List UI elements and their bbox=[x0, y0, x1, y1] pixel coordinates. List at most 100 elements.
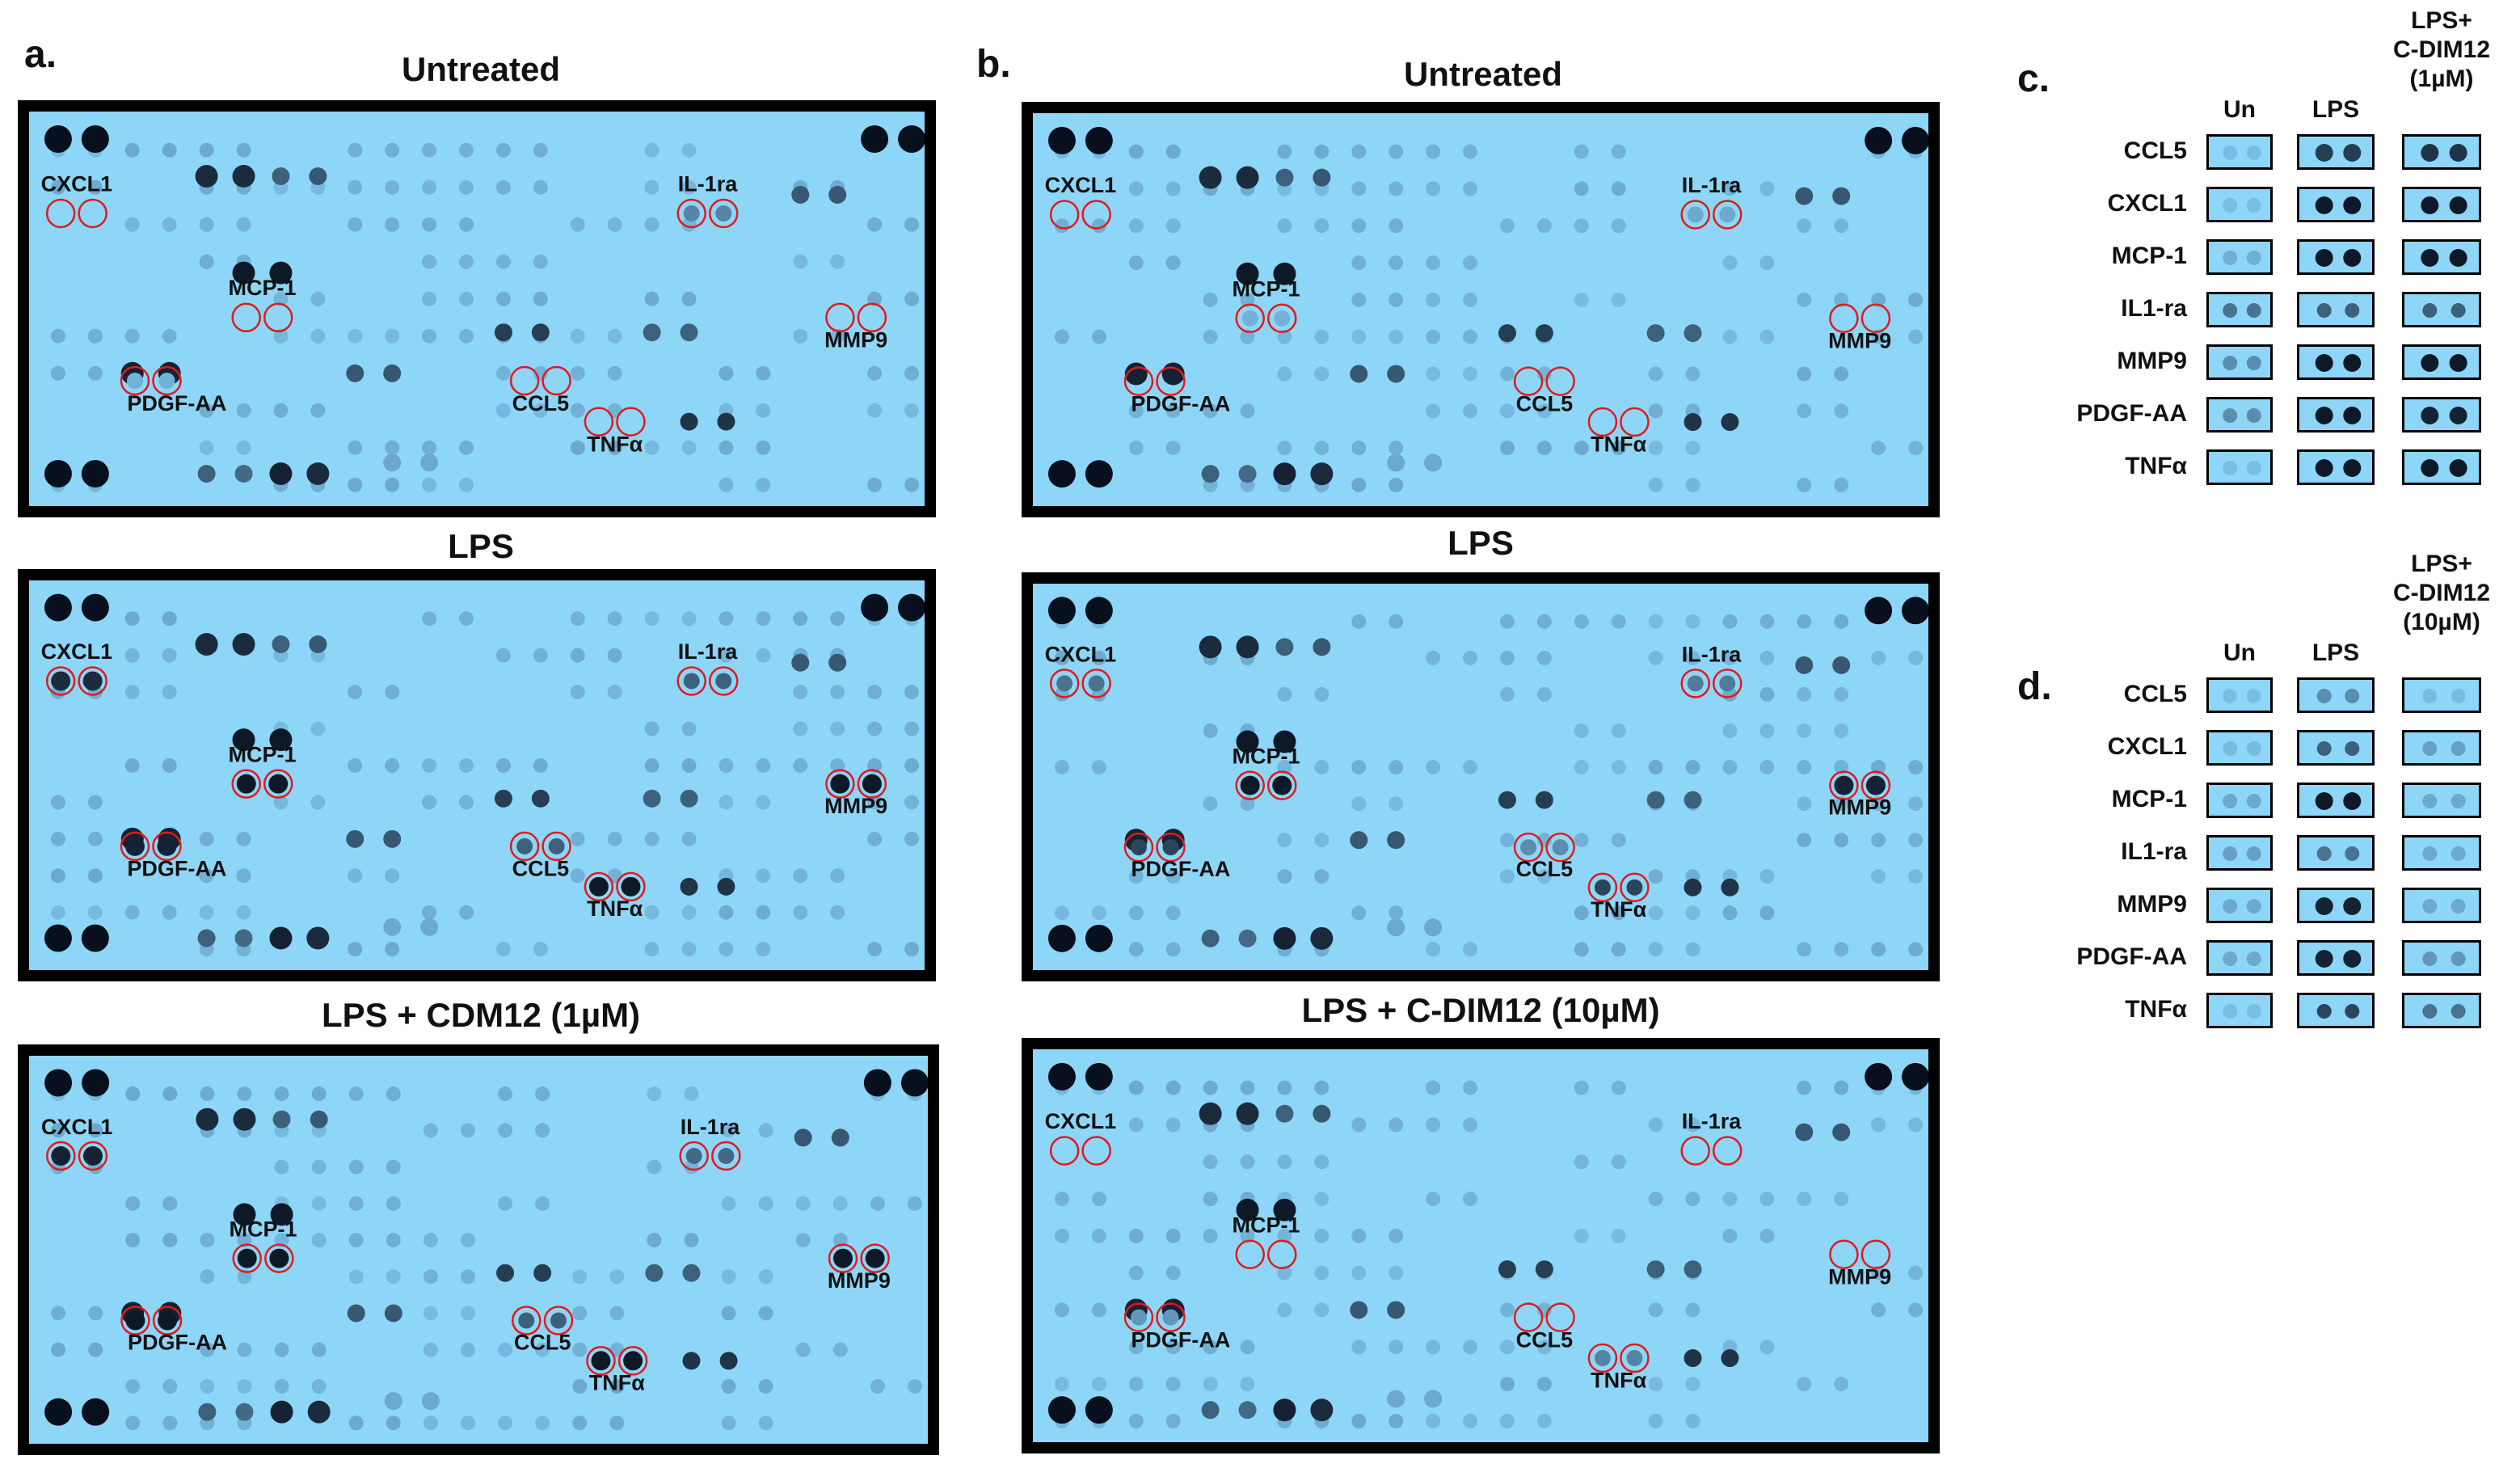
analyte-label-mcp-1: MCP-1 bbox=[1232, 745, 1300, 769]
summary-cell bbox=[2206, 783, 2273, 818]
analyte-spot bbox=[1832, 187, 1851, 205]
background-spot bbox=[1128, 1377, 1144, 1392]
background-spot bbox=[1054, 1192, 1069, 1207]
background-spot bbox=[1797, 403, 1812, 419]
background-spot bbox=[721, 1306, 736, 1321]
background-spot bbox=[1797, 760, 1812, 775]
background-spot bbox=[1611, 292, 1626, 307]
summary-spot bbox=[2223, 794, 2238, 808]
background-spot bbox=[1165, 1228, 1181, 1243]
background-spot bbox=[867, 403, 883, 418]
analyte-spot bbox=[1387, 365, 1405, 383]
background-spot bbox=[1463, 255, 1478, 271]
background-spot bbox=[1351, 181, 1367, 196]
background-spot bbox=[1722, 1192, 1738, 1207]
panel-d-letter: d. bbox=[2017, 665, 2052, 708]
background-spot bbox=[1128, 181, 1144, 196]
analyte-spot bbox=[1313, 1104, 1331, 1123]
background-spot bbox=[1389, 441, 1404, 456]
background-spot bbox=[1351, 1265, 1367, 1280]
background-spot bbox=[310, 721, 326, 736]
summary-spot bbox=[2345, 1004, 2360, 1019]
analyte-spot bbox=[1721, 413, 1739, 432]
target-spot bbox=[1719, 675, 1736, 692]
highlight-ring bbox=[1861, 303, 1891, 334]
background-spot bbox=[1091, 329, 1106, 344]
summary-cell bbox=[2206, 730, 2273, 766]
summary-row-label: MMP9 bbox=[2117, 891, 2187, 918]
background-spot bbox=[1908, 833, 1924, 848]
summary-cell bbox=[2297, 292, 2375, 327]
background-spot bbox=[1240, 1154, 1255, 1170]
background-spot bbox=[1091, 650, 1106, 665]
analyte-spot bbox=[1721, 878, 1739, 897]
analyte-label-mmp9: MMP9 bbox=[1828, 328, 1891, 352]
background-spot bbox=[459, 795, 474, 810]
background-spot bbox=[162, 648, 177, 663]
analyte-spot bbox=[1201, 465, 1220, 483]
background-spot bbox=[1871, 1302, 1886, 1318]
background-spot bbox=[348, 1159, 364, 1175]
background-spot bbox=[1648, 441, 1663, 456]
background-spot bbox=[1648, 905, 1663, 921]
summary-spot bbox=[2421, 144, 2439, 162]
background-spot bbox=[1054, 760, 1069, 775]
background-spot bbox=[570, 328, 585, 344]
summary-spot bbox=[2450, 794, 2466, 808]
background-spot bbox=[124, 611, 140, 627]
target-spot bbox=[51, 671, 71, 691]
background-spot bbox=[273, 328, 289, 344]
highlight-ring bbox=[1620, 1343, 1650, 1373]
background-spot bbox=[1426, 1080, 1441, 1095]
summary-cell bbox=[2297, 940, 2375, 976]
background-spot bbox=[904, 365, 920, 381]
background-spot bbox=[1648, 1192, 1663, 1207]
analyte-spot bbox=[1310, 1399, 1334, 1422]
analyte-label-cxcl1: CXCL1 bbox=[1045, 173, 1117, 197]
background-spot bbox=[1203, 1377, 1218, 1392]
highlight-ring bbox=[825, 769, 855, 799]
summary-cell bbox=[2206, 344, 2273, 380]
background-spot bbox=[570, 440, 585, 455]
summary-spot bbox=[2421, 459, 2439, 477]
background-spot bbox=[830, 611, 845, 627]
background-spot bbox=[1611, 760, 1626, 775]
analyte-spot bbox=[719, 1352, 738, 1370]
background-spot bbox=[533, 942, 548, 957]
analyte-spot bbox=[307, 1400, 331, 1424]
background-spot bbox=[88, 1306, 103, 1321]
analyte-spot bbox=[306, 462, 330, 485]
analyte-spot bbox=[1424, 918, 1443, 937]
background-spot bbox=[1426, 1413, 1441, 1428]
summary-spot bbox=[2449, 407, 2467, 424]
analyte-spot bbox=[1238, 465, 1257, 483]
panel-a-blot2-title: LPS bbox=[448, 527, 514, 565]
background-spot bbox=[200, 1342, 215, 1357]
background-spot bbox=[1611, 905, 1626, 921]
background-spot bbox=[1203, 1228, 1218, 1243]
background-spot bbox=[498, 1415, 513, 1431]
background-spot bbox=[644, 611, 659, 627]
reference-spot bbox=[1085, 1062, 1113, 1091]
background-spot bbox=[311, 1342, 327, 1357]
target-spot bbox=[715, 673, 732, 690]
analyte-spot bbox=[383, 454, 402, 472]
analyte-spot bbox=[195, 633, 218, 656]
analyte-spot bbox=[1273, 926, 1296, 950]
analyte-spot bbox=[235, 1403, 254, 1421]
reference-spot bbox=[81, 924, 109, 952]
target-spot bbox=[1240, 775, 1260, 795]
background-spot bbox=[1389, 218, 1404, 234]
background-spot bbox=[1685, 1377, 1700, 1392]
background-spot bbox=[199, 868, 214, 884]
summary-cell bbox=[2206, 449, 2273, 485]
background-spot bbox=[1834, 366, 1849, 382]
analyte-label-mmp9: MMP9 bbox=[824, 328, 887, 352]
highlight-ring bbox=[1545, 1302, 1575, 1332]
analyte-spot bbox=[1684, 324, 1702, 343]
background-spot bbox=[1426, 329, 1441, 344]
background-spot bbox=[498, 1086, 513, 1102]
analyte-spot bbox=[383, 918, 402, 936]
